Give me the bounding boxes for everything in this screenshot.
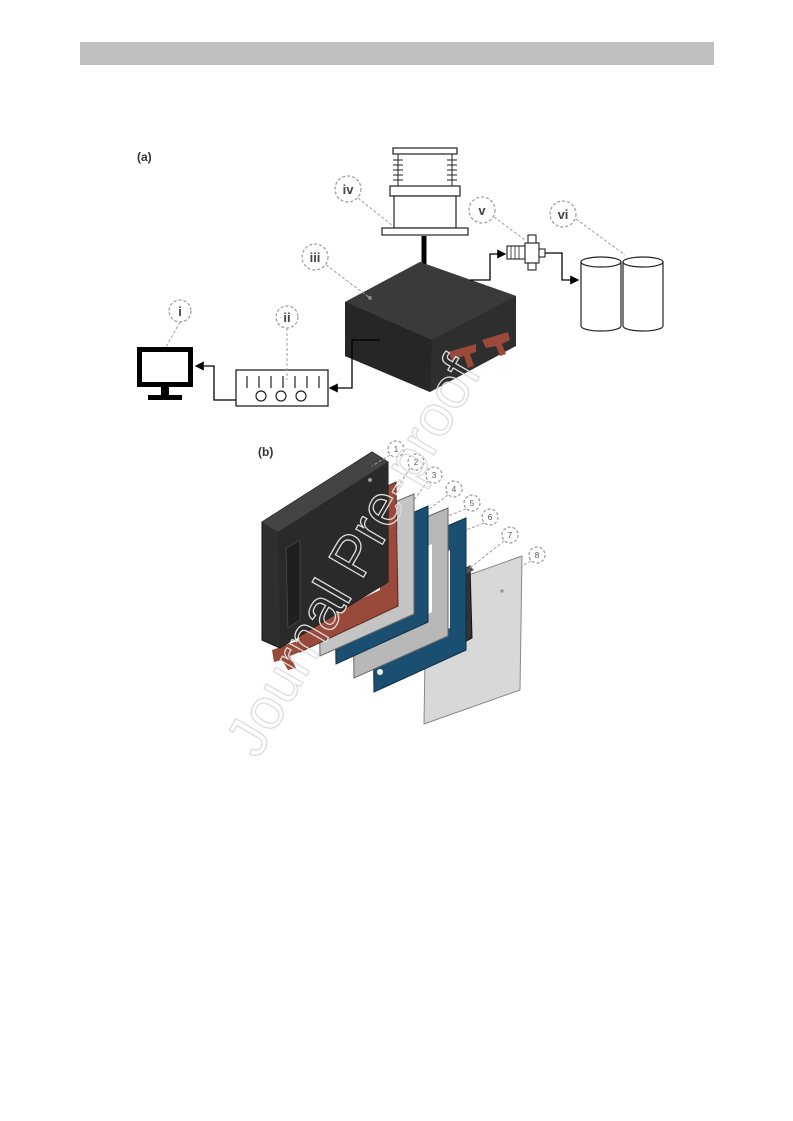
panel-b-label: (b) [258, 445, 273, 459]
layer-1-end-plate [261, 451, 389, 649]
cell-to-potentiostat-wire [328, 339, 380, 393]
svg-text:6: 6 [488, 513, 493, 522]
callout-i: i [165, 299, 192, 348]
svg-text:5: 5 [470, 499, 475, 508]
svg-text:iv: iv [343, 182, 355, 197]
light-source-icon [381, 147, 469, 302]
svg-text:v: v [478, 203, 486, 218]
cell-to-valve-line [470, 249, 507, 281]
svg-text:8: 8 [535, 551, 540, 560]
svg-text:4: 4 [452, 485, 457, 494]
callout-ii: ii [275, 305, 299, 380]
svg-text:1: 1 [394, 445, 399, 454]
reactor-cell-box [345, 262, 516, 392]
callout-v: v [468, 196, 526, 241]
callout-iii: iii [301, 243, 371, 299]
potentiostat-to-monitor-wire [194, 361, 236, 401]
svg-text:vi: vi [558, 207, 569, 222]
gas-valve-icon [506, 234, 546, 271]
callout-6: 6 [465, 508, 499, 531]
svg-text:7: 7 [508, 531, 513, 540]
callout-7: 7 [469, 526, 519, 569]
svg-text:3: 3 [432, 471, 437, 480]
potentiostat-icon [235, 369, 329, 407]
page-header-bar [80, 42, 714, 65]
callout-1: 1 [371, 440, 405, 467]
callout-2: 2 [395, 453, 425, 491]
panel-a-label: (a) [137, 150, 152, 164]
callout-5: 5 [447, 494, 481, 517]
svg-text:2: 2 [414, 458, 419, 467]
svg-text:iii: iii [310, 250, 321, 265]
callout-8: 8 [521, 546, 546, 567]
gas-cylinders-icon [580, 256, 664, 332]
svg-text:ii: ii [283, 310, 290, 325]
monitor-icon [137, 347, 193, 400]
callout-3: 3 [413, 466, 443, 501]
callout-iv: iv [334, 175, 394, 227]
valve-to-cylinders-line [545, 252, 580, 285]
callout-vi: vi [549, 200, 626, 256]
svg-text:i: i [178, 304, 182, 319]
callout-4: 4 [427, 480, 463, 511]
